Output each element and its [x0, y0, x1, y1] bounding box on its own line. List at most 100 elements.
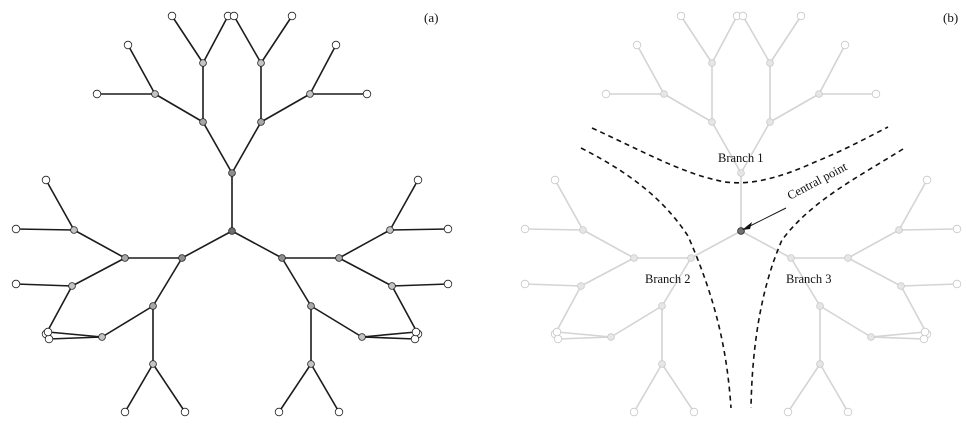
tree-node — [199, 59, 207, 67]
divider-branch1-top — [591, 126, 889, 184]
tree-node — [815, 90, 823, 98]
tree-edge — [870, 336, 925, 340]
tree-node — [228, 169, 236, 177]
tree-node — [121, 254, 129, 262]
tree-edge — [101, 305, 154, 338]
leaf-node — [922, 175, 932, 185]
leaf-node — [41, 175, 51, 185]
tree-edge — [389, 179, 419, 231]
tree-edge — [633, 363, 663, 413]
tree-edge — [818, 44, 846, 95]
tree-node — [151, 90, 159, 98]
tree-node — [630, 254, 638, 262]
central-point-pointer — [742, 207, 787, 230]
leaf-node — [410, 334, 420, 344]
leaf-node — [689, 407, 699, 417]
tree-node — [895, 226, 903, 234]
tree-edge — [309, 44, 337, 95]
tree-edge — [15, 228, 75, 231]
tree-node — [257, 59, 265, 67]
leaf-node — [520, 224, 530, 234]
tree-edge — [48, 336, 103, 340]
tree-node — [306, 90, 314, 98]
tree-node — [70, 226, 78, 234]
tree-edge — [260, 15, 293, 64]
tree-node — [335, 254, 343, 262]
leaf-node — [11, 224, 21, 234]
leaf-node — [843, 407, 853, 417]
tree-edge — [124, 363, 154, 413]
leaf-node — [123, 40, 133, 50]
tree-edge — [361, 331, 417, 338]
leaf-node — [287, 11, 297, 21]
leaf-node — [552, 327, 562, 337]
tree-edge — [45, 179, 75, 231]
tree-node — [867, 333, 875, 341]
tree-edge — [740, 230, 792, 259]
tree-edge — [181, 230, 233, 259]
leaf-node — [334, 407, 344, 417]
tree-edge — [554, 179, 584, 231]
central-point — [737, 227, 745, 235]
leaf-node — [550, 175, 560, 185]
leaf-node — [783, 407, 793, 417]
leaf-node — [167, 11, 177, 21]
tree-node — [388, 282, 396, 290]
tree-edge — [582, 229, 635, 259]
tree-node — [607, 333, 615, 341]
tree-edge — [711, 15, 738, 64]
tree-edge — [900, 283, 958, 287]
tree-panel-a — [11, 11, 453, 417]
tree-edge — [740, 121, 771, 174]
tree-edge — [154, 93, 204, 123]
leaf-node — [840, 40, 850, 50]
tree-node — [766, 118, 774, 126]
leaf-node — [229, 11, 239, 21]
tree-node — [68, 282, 76, 290]
tree-edge — [127, 44, 156, 95]
branch-3-label: Branch 3 — [786, 272, 831, 286]
leaf-node — [92, 89, 102, 99]
tree-node — [257, 118, 265, 126]
leaf-node — [796, 11, 806, 21]
leaf-node — [952, 279, 962, 289]
leaf-node — [920, 327, 930, 337]
tree-edge — [769, 93, 820, 123]
leaf-node — [952, 224, 962, 234]
leaf-node — [738, 11, 748, 21]
leaf-node — [443, 279, 453, 289]
tree-node — [658, 302, 666, 310]
tree-edge — [391, 285, 419, 335]
branch-2-label: Branch 2 — [645, 272, 690, 286]
branch-dividers — [580, 126, 904, 409]
tree-edge — [15, 283, 73, 287]
tree-node — [687, 254, 695, 262]
tree-edge — [680, 15, 713, 64]
tree-node — [149, 360, 157, 368]
tree-edge — [819, 363, 849, 413]
tree-edge — [152, 257, 183, 307]
tree-edge — [898, 228, 958, 231]
panel-b-label: (b) — [943, 10, 958, 25]
tree-node — [766, 59, 774, 67]
tree-edge — [391, 283, 449, 287]
leaf-node — [629, 407, 639, 417]
tree-edge — [338, 229, 391, 259]
tree-node — [844, 254, 852, 262]
tree-edge — [580, 257, 635, 287]
tree-node — [278, 254, 286, 262]
tree-edge — [231, 230, 283, 259]
tree-node — [386, 226, 394, 234]
leaf-node — [871, 89, 881, 99]
tree-node — [149, 302, 157, 310]
tree-node — [816, 360, 824, 368]
tree-node — [660, 90, 668, 98]
tree-edge — [524, 228, 584, 231]
tree-edge — [610, 305, 663, 338]
leaf-node — [919, 334, 929, 344]
leaf-node — [44, 334, 54, 344]
leaf-node — [413, 175, 423, 185]
panel-a-label: (a) — [424, 10, 438, 25]
leaf-node — [411, 327, 421, 337]
